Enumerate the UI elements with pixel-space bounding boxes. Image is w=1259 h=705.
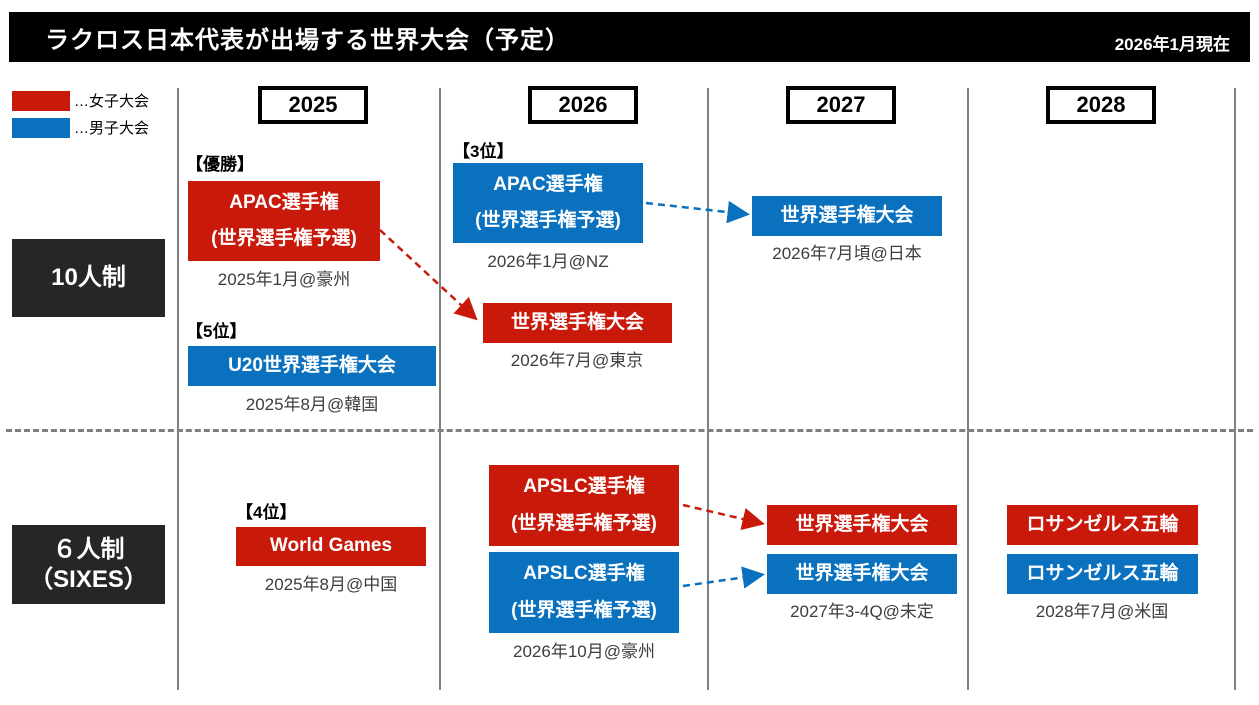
date-tens-apac-2025: 2025年1月@豪州 <box>217 270 351 289</box>
year-header-2027: 2027 <box>786 86 896 124</box>
event-name-sub: (世界選手権予選) <box>511 512 657 534</box>
year-header-2026: 2026 <box>528 86 638 124</box>
grid-line-right <box>1234 88 1236 690</box>
row-label-sixes: ６人制 （SIXES） <box>12 525 165 604</box>
row-label-sixes-line2: （SIXES） <box>29 565 148 593</box>
women-color-swatch <box>12 90 70 111</box>
row-label-tens: 10人制 <box>12 239 165 317</box>
date-sixes-worldgames: 2025年8月@中国 <box>264 575 398 594</box>
year-header-2028: 2028 <box>1046 86 1156 124</box>
event-name: APAC選手権 <box>229 191 339 213</box>
event-name-sub: (世界選手権予選) <box>511 599 657 621</box>
grid-line-2027-2028 <box>967 88 969 690</box>
event-tens-worlds-men: 世界選手権大会 <box>752 196 942 236</box>
event-sixes-worlds-men: 世界選手権大会 <box>767 554 957 594</box>
event-tens-worlds-women: 世界選手権大会 <box>483 303 672 343</box>
event-name: APSLC選手権 <box>523 476 645 498</box>
event-name: 世界選手権大会 <box>510 311 644 333</box>
event-tens-apac-2025: APAC選手権 (世界選手権予選) <box>188 181 380 261</box>
event-name: 世界選手権大会 <box>780 204 914 226</box>
legend-women: …女子大会 <box>12 90 149 111</box>
event-name: ロサンゼルス五輪 <box>1026 513 1179 535</box>
page-title: ラクロス日本代表が出場する世界大会（予定） <box>45 26 570 54</box>
date-tens-worlds-men: 2026年7月頃@日本 <box>772 244 922 263</box>
legend-men-label: …男子大会 <box>74 120 150 137</box>
event-name-sub: (世界選手権予選) <box>475 210 621 231</box>
row-label-sixes-line1: ６人制 <box>52 535 125 563</box>
event-name: U20世界選手権大会 <box>228 354 396 376</box>
grid-line-2026-2027 <box>707 88 709 690</box>
event-name: World Games <box>269 535 393 557</box>
event-tens-apac-2026: APAC選手権 (世界選手権予選) <box>453 163 643 243</box>
date-sixes-apslc: 2026年10月@豪州 <box>513 642 655 661</box>
event-sixes-la-olympics-women: ロサンゼルス五輪 <box>1007 505 1198 545</box>
arrow-tens-apac2026-to-worlds <box>645 200 750 224</box>
row-divider-dashed-line <box>6 429 1253 432</box>
arrow-tens-apac2025-to-worlds <box>379 229 478 321</box>
date-sixes-worlds: 2027年3-4Q@未定 <box>790 602 934 621</box>
title-bar: ラクロス日本代表が出場する世界大会（予定） 2026年1月現在 <box>9 12 1250 62</box>
event-name-sub: (世界選手権予選) <box>211 228 357 249</box>
as-of-date: 2026年1月現在 <box>1114 34 1230 54</box>
event-name: 世界選手権大会 <box>795 513 929 535</box>
event-sixes-apslc-men: APSLC選手権 (世界選手権予選) <box>489 552 679 633</box>
men-color-swatch <box>12 117 70 138</box>
event-name: APAC選手権 <box>493 173 603 195</box>
grid-line-left <box>177 88 179 690</box>
arrow-sixes-apslc-women-to-worlds <box>682 503 765 530</box>
event-name: ロサンゼルス五輪 <box>1026 562 1179 584</box>
grid-line-2025-2026 <box>439 88 441 690</box>
date-tens-worlds-women: 2026年7月@東京 <box>510 351 644 370</box>
event-sixes-la-olympics-men: ロサンゼルス五輪 <box>1007 554 1198 594</box>
event-sixes-worldgames: World Games <box>236 527 426 566</box>
date-tens-u20-2025: 2025年8月@韓国 <box>245 395 379 414</box>
event-sixes-apslc-women: APSLC選手権 (世界選手権予選) <box>489 465 679 546</box>
legend-women-label: …女子大会 <box>74 93 150 110</box>
rank-tens-apac-2025: 【優勝】 <box>186 155 254 174</box>
event-name: APSLC選手権 <box>523 563 645 585</box>
rank-tens-u20-2025: 【5位】 <box>186 322 247 341</box>
year-header-2025: 2025 <box>258 86 368 124</box>
arrow-sixes-apslc-men-to-worlds <box>682 566 765 589</box>
rank-tens-apac-2026: 【3位】 <box>453 142 514 161</box>
legend-men: …男子大会 <box>12 117 149 138</box>
event-sixes-worlds-women: 世界選手権大会 <box>767 505 957 545</box>
row-label-tens-text: 10人制 <box>51 264 126 291</box>
date-tens-apac-2026: 2026年1月@NZ <box>487 252 609 271</box>
date-sixes-la-olympics: 2028年7月@米国 <box>1035 602 1169 621</box>
rank-sixes-worldgames: 【4位】 <box>236 503 297 522</box>
event-name: 世界選手権大会 <box>795 562 929 584</box>
event-tens-u20-2025: U20世界選手権大会 <box>188 346 436 386</box>
